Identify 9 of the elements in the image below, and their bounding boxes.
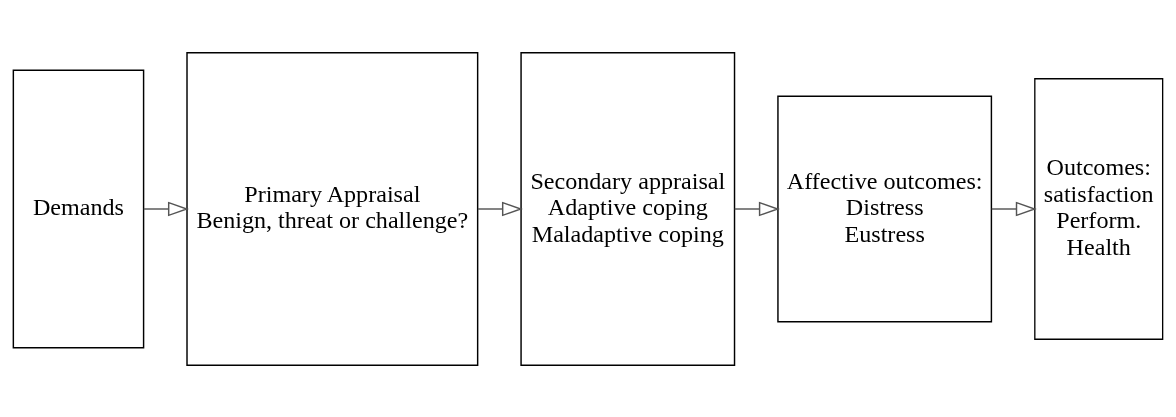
arrow: [991, 201, 1037, 216]
arrow: [734, 201, 780, 216]
node-box: Demands: [12, 69, 145, 348]
arrow: [143, 201, 189, 216]
node-box: Secondary appraisal Adaptive coping Maladaptive coping: [520, 51, 736, 366]
node-box: Outcomes: satisfaction Perform. Health: [1034, 77, 1164, 340]
node-box: Primary Appraisal Benign, threat or challenge?: [186, 51, 479, 366]
node-box: Affective outcomes: Distress Eustress: [777, 95, 993, 322]
arrow: [477, 201, 523, 216]
